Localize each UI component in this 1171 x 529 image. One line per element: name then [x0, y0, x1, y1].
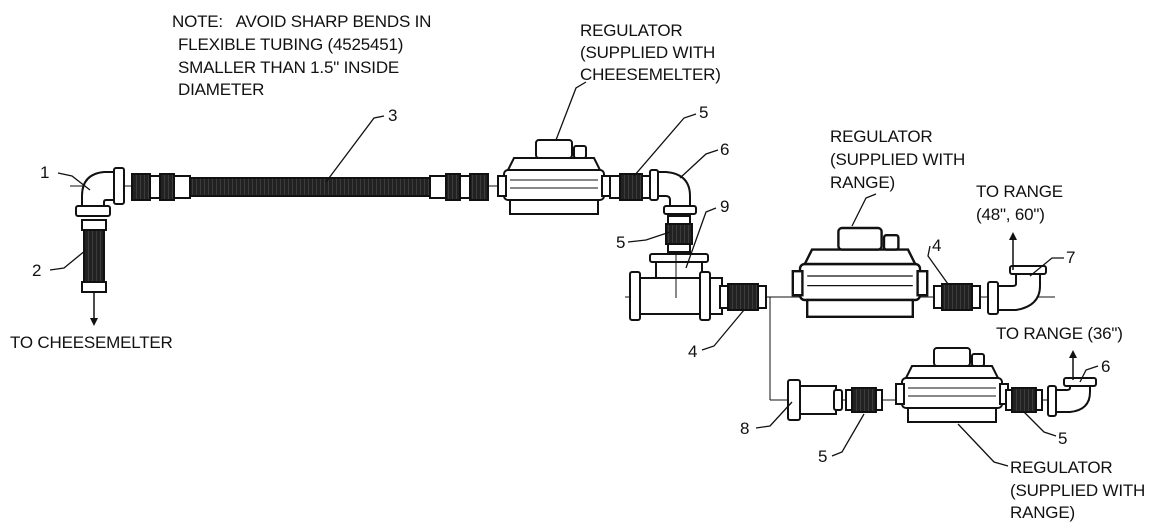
nipple-part-5c [845, 387, 883, 413]
part-number-2: 2 [32, 261, 42, 280]
part-number-4b: 4 [932, 236, 942, 255]
part-number-3: 3 [388, 106, 398, 125]
note-line-3: SMALLER THAN 1.5" INSIDE [178, 58, 400, 77]
regulator-range-lower [895, 347, 1009, 423]
part-number-5a: 5 [699, 103, 709, 122]
regulator-cheesemelter-label-1: REGULATOR [580, 21, 683, 40]
to-range-small-label: TO RANGE (36") [996, 324, 1123, 343]
part-number-6b: 6 [1101, 357, 1111, 376]
note-line-4: DIAMETER [178, 80, 265, 99]
nipple-part-5a [609, 173, 651, 201]
part-number-4a: 4 [688, 342, 698, 361]
part-number-5b: 5 [616, 233, 626, 252]
nipple-part-5b [665, 215, 693, 253]
nipple-part-5d [1005, 387, 1043, 413]
regulator-range-lower-label-1: REGULATOR [1010, 458, 1113, 477]
nipple-part-2 [81, 219, 107, 326]
regulator-range-upper-label-1: REGULATOR [830, 127, 933, 146]
regulator-cheesemelter [497, 139, 611, 215]
regulator-cheesemelter-label-3: CHEESEMELTER) [580, 65, 721, 84]
tee-fitting-part-9 [629, 253, 723, 321]
part-number-8: 8 [740, 419, 750, 438]
elbow-fitting-part-6b [1047, 350, 1097, 417]
regulator-cheesemelter-label-2: (SUPPLIED WITH [580, 43, 716, 62]
note-line-1: NOTE: AVOID SHARP BENDS IN [172, 12, 432, 31]
to-cheesemelter-label: TO CHEESEMELTER [10, 333, 173, 352]
regulator-range-lower-label-3: RANGE) [1010, 503, 1075, 522]
leader-lines [49, 81, 1099, 467]
part-number-6a: 6 [720, 140, 730, 159]
elbow-fitting-part-6a [649, 169, 697, 215]
part-number-5c: 5 [818, 447, 828, 466]
part-number-5d: 5 [1058, 429, 1068, 448]
regulator-range-upper [791, 226, 929, 319]
to-range-large-label-2: (48", 60") [976, 205, 1045, 224]
part-number-9: 9 [720, 197, 730, 216]
note-line-2: FLEXIBLE TUBING (4525451) [178, 35, 404, 54]
regulator-range-upper-label-3: RANGE) [830, 173, 895, 192]
nipple-part-4a [719, 283, 767, 311]
regulator-range-lower-label-2: (SUPPLIED WITH [1010, 481, 1146, 500]
regulator-range-upper-label-2: (SUPPLIED WITH [830, 150, 966, 169]
to-range-large-label-1: TO RANGE [976, 182, 1063, 201]
flexible-tubing-part-3 [131, 173, 489, 201]
part-number-1: 1 [40, 163, 50, 182]
nipple-part-4b [933, 283, 981, 311]
elbow-fitting-part-7 [987, 232, 1047, 315]
part-number-7: 7 [1066, 248, 1076, 267]
reducer-fitting-part-8 [787, 379, 843, 421]
elbow-fitting-part-1 [75, 167, 125, 217]
